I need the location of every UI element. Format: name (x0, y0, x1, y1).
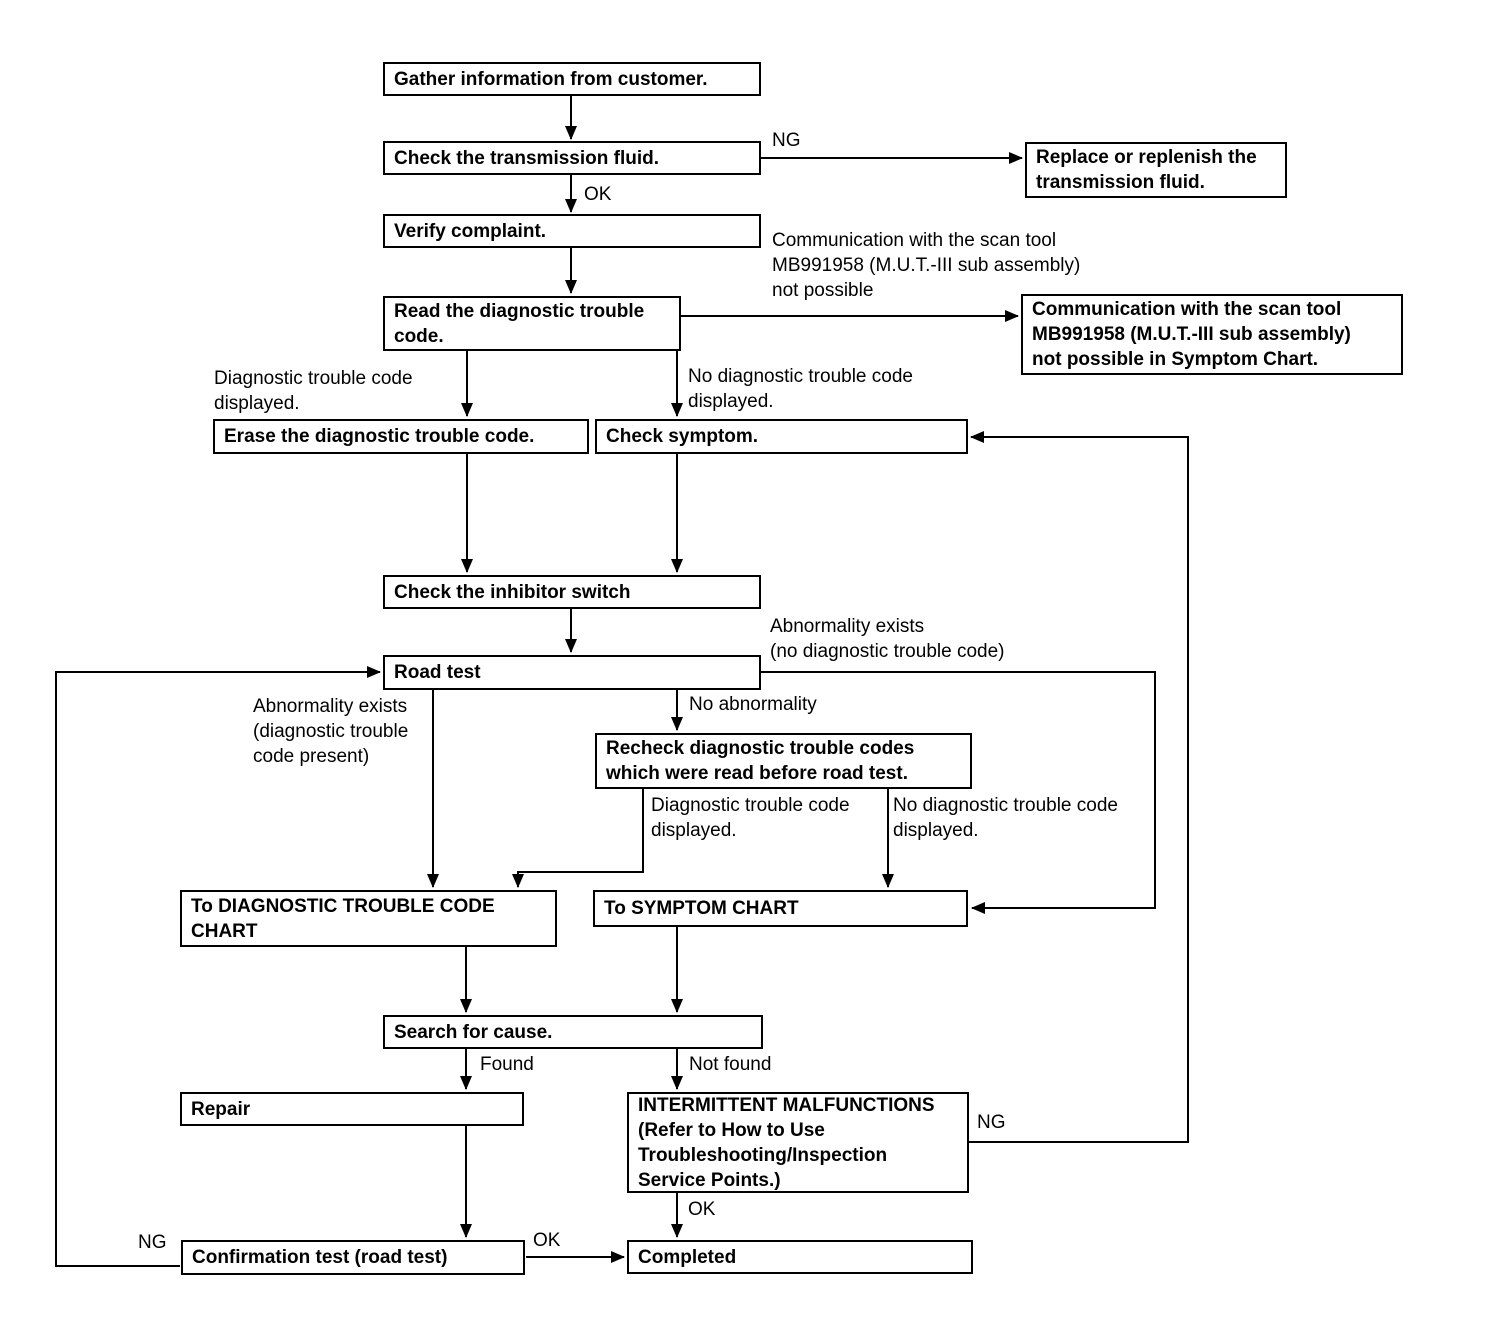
node-intermittent-malfunctions: INTERMITTENT MALFUNCTIONS (Refer to How … (627, 1092, 969, 1193)
node-verify-complaint: Verify complaint. (383, 214, 761, 248)
node-read-diagnostic-trouble-code: Read the diagnostic trouble code. (383, 296, 681, 351)
label-no-dtc-displayed: No diagnostic trouble code displayed. (688, 366, 913, 412)
label-found: Found (480, 1054, 534, 1075)
node-to-symptom-chart: To SYMPTOM CHART (593, 890, 968, 927)
label-no-dtc-displayed-after-recheck: No diagnostic trouble code displayed. (893, 795, 1118, 841)
node-check-transmission-fluid: Check the transmission fluid. (383, 141, 761, 175)
label-ok-confirmation: OK (533, 1230, 561, 1251)
label-ok-intermittent: OK (688, 1199, 716, 1220)
label-no-abnormality: No abnormality (689, 694, 817, 715)
node-replace-replenish-fluid: Replace or replenish the transmission fl… (1025, 142, 1287, 198)
node-check-inhibitor-switch: Check the inhibitor switch (383, 575, 761, 609)
label-dtc-displayed-after-recheck: Diagnostic trouble code displayed. (651, 795, 850, 841)
label-ng-confirmation: NG (138, 1232, 167, 1253)
node-repair: Repair (180, 1092, 524, 1126)
node-check-symptom: Check symptom. (595, 419, 968, 454)
node-communication-not-possible: Communication with the scan tool MB99195… (1021, 294, 1403, 375)
edge-confirmation-ng-to-roadtest (55, 666, 381, 1267)
node-recheck-diagnostic-trouble-codes: Recheck diagnostic trouble codes which w… (595, 733, 972, 789)
label-ng-intermittent: NG (977, 1112, 1006, 1133)
node-confirmation-test: Confirmation test (road test) (181, 1240, 525, 1275)
label-ng-check-fluid: NG (772, 130, 801, 151)
label-abnormality-no-dtc: Abnormality exists (no diagnostic troubl… (770, 616, 1005, 662)
label-abnormality-dtc-present: Abnormality exists (diagnostic trouble c… (253, 696, 409, 767)
label-communication-not-possible: Communication with the scan tool MB99195… (772, 230, 1081, 301)
node-gather-information: Gather information from customer. (383, 62, 761, 96)
edge-roadtest-to-symptomchart (761, 671, 1156, 914)
node-to-diagnostic-trouble-code-chart: To DIAGNOSTIC TROUBLE CODE CHART (180, 890, 557, 947)
node-road-test: Road test (383, 655, 761, 690)
label-ok-check-fluid: OK (584, 184, 612, 205)
node-erase-diagnostic-trouble-code: Erase the diagnostic trouble code. (213, 419, 589, 454)
label-not-found: Not found (689, 1054, 772, 1075)
edge-recheck-to-dtcchart (512, 789, 644, 888)
label-dtc-displayed: Diagnostic trouble code displayed. (214, 368, 413, 414)
node-search-for-cause: Search for cause. (383, 1015, 763, 1049)
node-completed: Completed (627, 1240, 973, 1274)
edge-intermittent-ng-to-checksymptom (969, 431, 1189, 1143)
